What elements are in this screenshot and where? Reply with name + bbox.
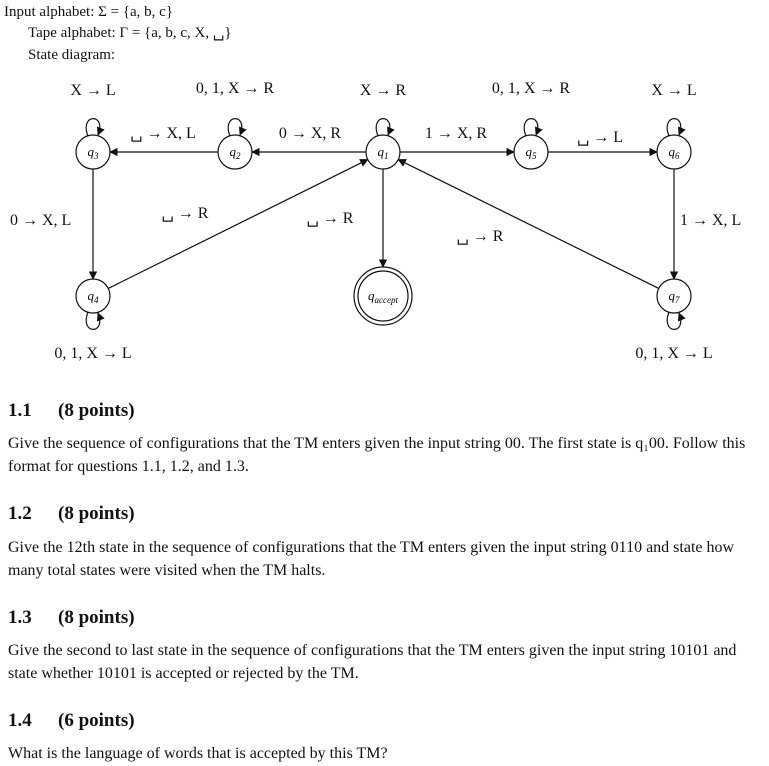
section-heading-1-4: 1.4 (6 points) [8,710,135,732]
section-body-1-2: Give the 12th state in the sequence of c… [8,539,735,579]
state-q7: q7 [656,278,692,314]
tape-alphabet-line: Tape alphabet: Γ = {a, b, c, X, ␣} [28,25,232,41]
transition-q6-q6 [666,118,686,137]
section-number: 1.1 [8,400,32,421]
transition-label: 0, 1, X → L [54,345,131,362]
transition-q2-q2 [227,118,247,137]
state-q2: q2 [217,134,253,170]
transition-label: 0, 1, X → L [635,345,712,362]
transition-label: ␣ → R [457,228,504,245]
transition-label: 0, 1, X → R [196,80,275,97]
state-q6: q6 [656,134,692,170]
state-q5: q5 [513,134,549,170]
state-diagram-caption: State diagram: [28,47,116,63]
section-heading-1-1: 1.1 (8 points) [8,400,135,422]
transition-label: 0, 1, X → R [492,80,571,97]
section-number: 1.2 [8,503,32,524]
transition-label: X → R [360,82,407,99]
state-q1: q1 [365,134,401,170]
transition-label: ␣ → R [162,205,209,222]
section-points: (8 points) [58,400,135,421]
state-label: q7 [669,288,681,305]
state-q4: q4 [75,278,111,314]
transition-label: ␣ → R [307,210,354,227]
section-points: (8 points) [58,503,135,524]
section-points: (6 points) [58,710,135,731]
section-heading-1-2: 1.2 (8 points) [8,503,135,525]
state-label: q5 [526,144,538,161]
section-body-1-1: Give the sequence of configurations that… [8,435,746,475]
state-label: q6 [669,144,681,161]
transition-label: 0 → X, L [10,212,71,229]
transition-label: 1 → X, L [680,212,741,229]
state-qaccept: qaccept [353,266,413,326]
transition-q5-q5 [523,118,543,137]
section-body-1-4: What is the language of words that is ac… [8,745,388,762]
state-label: q2 [230,144,242,161]
transition-q7-q1 [397,159,660,289]
section-number: 1.4 [8,710,32,731]
transition-label: ␣ → L [577,129,623,146]
section-heading-1-3: 1.3 (8 points) [8,607,135,629]
input-alphabet-line: Input alphabet: Σ = {a, b, c} [4,4,174,20]
state-label: qaccept [368,288,398,305]
state-label: q4 [88,288,100,305]
transition-label: ␣ → X, L [130,125,196,142]
transition-label: X → L [651,82,696,99]
transition-label: 1 → X, R [425,125,488,142]
state-q3: q3 [75,134,111,170]
state-label: q3 [88,144,100,161]
section-body-1-3: Give the second to last state in the seq… [8,642,737,682]
transition-label: 0 → X, R [279,125,342,142]
transition-q7-q7 [666,311,686,330]
section-points: (8 points) [58,607,135,628]
section-number: 1.3 [8,607,32,628]
transition-label: X → L [70,82,115,99]
state-diagram: q3 q2 q1 q5 q6 q4 qaccept q7 X → L 0, 1, X → R X … [10,80,741,362]
state-label: q1 [378,144,389,161]
transition-q4-q1 [107,159,369,289]
transition-q1-q1 [375,118,395,137]
transition-q4-q4 [85,311,105,330]
transition-q3-q3 [85,118,105,137]
